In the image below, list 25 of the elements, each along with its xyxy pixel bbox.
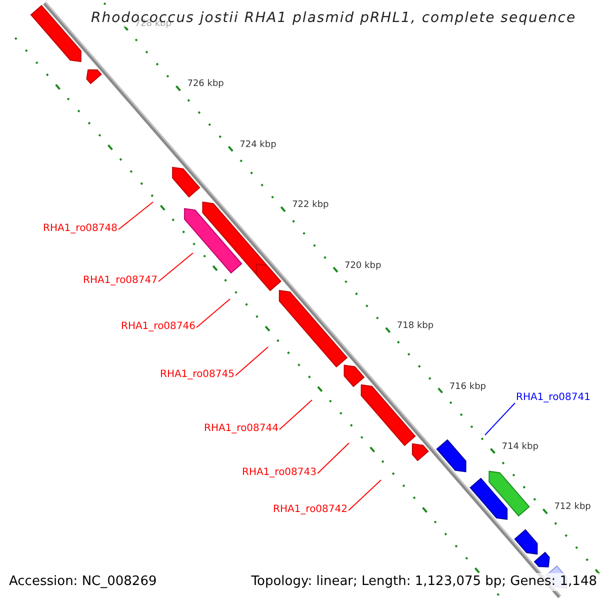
leader-line [196,298,230,328]
gene-label: RHA1_ro08745 [160,368,234,381]
tick-label: 720 kbp [344,260,382,272]
gene-label: RHA1_ro08744 [204,422,278,435]
tick-label: 724 kbp [240,140,276,151]
footer-text: Topology: linear; Length: 1,123,075 bp; Genes: 1,148 [248,573,600,591]
leader-line [279,400,312,430]
leader-line [235,346,268,376]
leader-line [118,202,154,230]
gene-label: RHA1_ro08746 [121,320,196,333]
leader-line [348,480,382,511]
gene-label: RHA1_ro08748 [43,222,118,235]
leader-line [317,442,350,474]
gene-label: RHA1_ro08742 [273,503,348,516]
gene-label: RHA1_ro08743 [242,466,316,479]
tick-label: 716 kbp [449,382,486,392]
leader-line [484,402,516,436]
tick-label: 726 kbp [187,79,224,90]
gene-label: RHA1_ro08747 [83,274,158,287]
tick-label: 718 kbp [396,321,434,332]
tick-label: 714 kbp [502,442,538,453]
tick-label: 722 kbp [292,200,329,212]
leader-line [158,252,194,282]
gene-label: RHA1_ro08741 [516,391,590,404]
tick-label: 712 kbp [554,502,591,514]
